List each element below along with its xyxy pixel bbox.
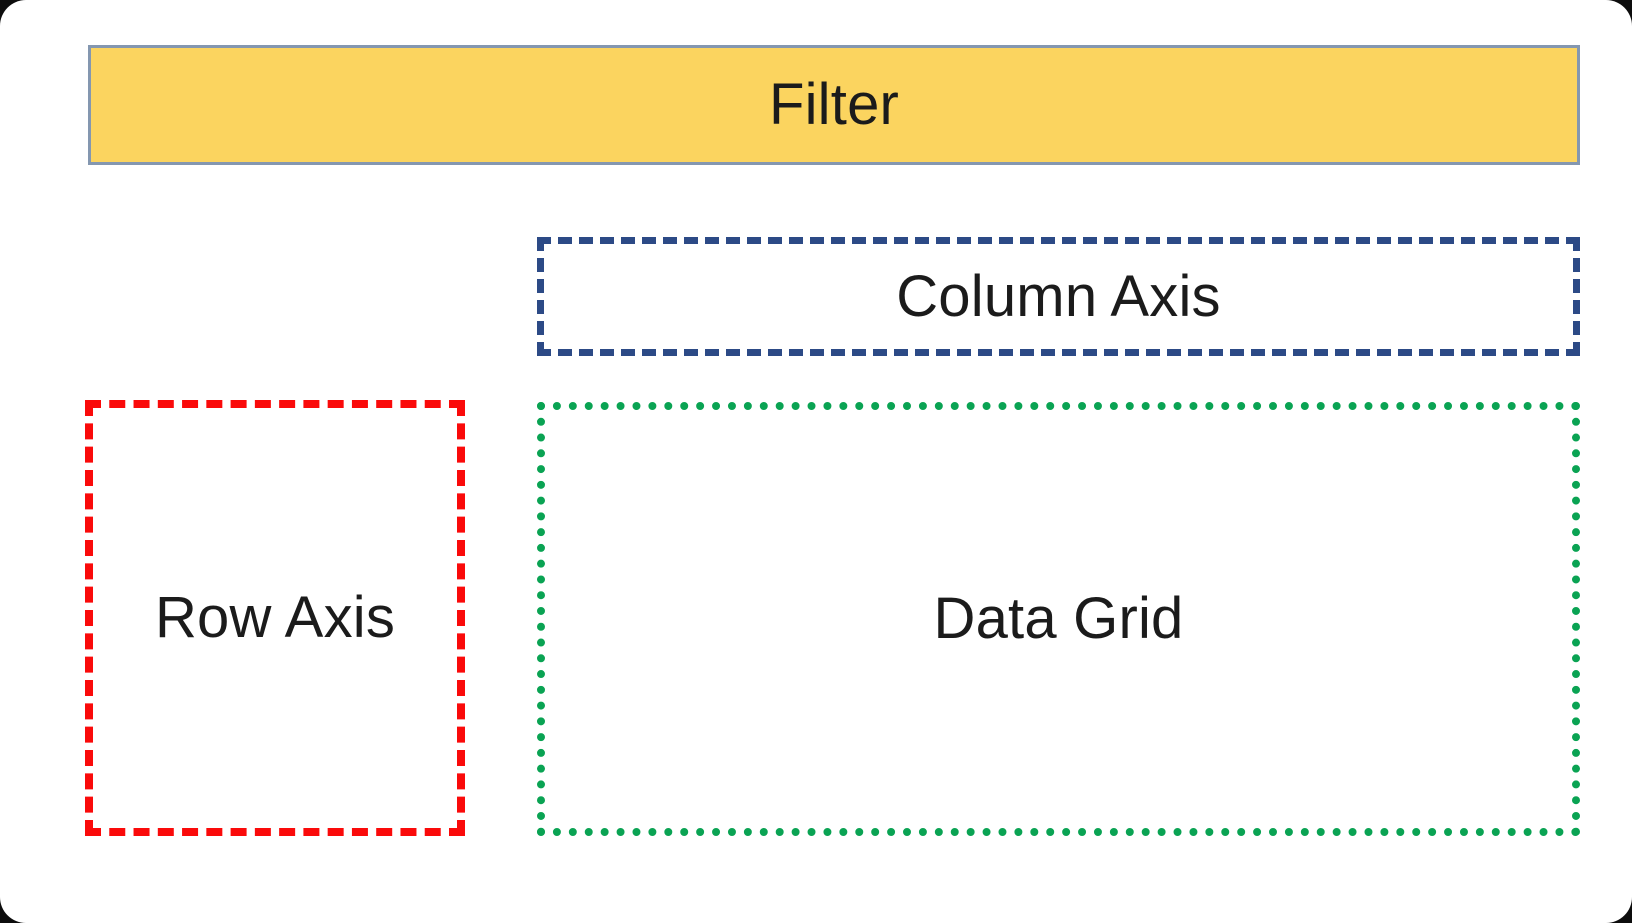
region-column-axis[interactable]: Column Axis xyxy=(537,237,1580,356)
region-data-grid[interactable]: Data Grid xyxy=(537,402,1580,836)
region-data-grid-label: Data Grid xyxy=(933,586,1184,652)
region-row-axis[interactable]: Row Axis xyxy=(85,400,465,836)
region-filter-label: Filter xyxy=(768,72,900,138)
region-column-axis-label: Column Axis xyxy=(896,263,1221,329)
region-row-axis-label: Row Axis xyxy=(154,585,396,651)
region-filter[interactable]: Filter xyxy=(88,45,1580,165)
